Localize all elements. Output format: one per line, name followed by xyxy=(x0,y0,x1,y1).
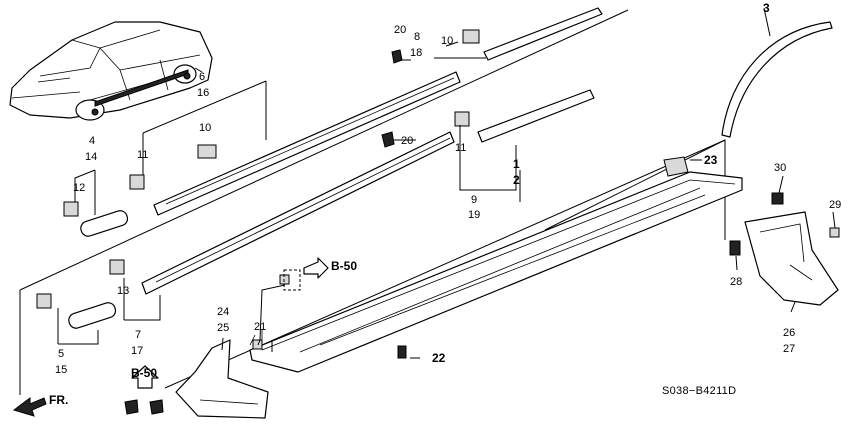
clip-10-lower xyxy=(197,144,217,159)
callout-8: 8 xyxy=(414,31,420,43)
screw-20-lower xyxy=(381,131,395,148)
exploded-frame xyxy=(19,9,726,395)
ref-b50-upper: B-50 xyxy=(331,259,357,273)
leader-lines xyxy=(57,41,836,359)
wheel-arch-molding xyxy=(721,7,833,138)
clip-29 xyxy=(829,227,840,238)
clip-5 xyxy=(36,293,52,309)
arrow-b50-upper xyxy=(303,257,329,279)
callout-16: 16 xyxy=(197,87,209,99)
callout-4: 4 xyxy=(89,135,95,147)
callout-22: 22 xyxy=(432,351,446,365)
diagram-code: S038−B4211D xyxy=(662,385,736,397)
callout-14: 14 xyxy=(85,151,97,163)
callout-24: 24 xyxy=(217,306,229,318)
callout-11-left: 11 xyxy=(137,149,148,161)
callout-18: 18 xyxy=(410,47,422,59)
screw-28 xyxy=(729,240,741,256)
clip-10-upper xyxy=(462,29,480,44)
callout-5: 5 xyxy=(58,348,64,360)
callout-27: 27 xyxy=(783,343,795,355)
screw-b50-right xyxy=(149,399,164,415)
callout-labels: 3 20 8 18 10 6 16 10 20 11 11 4 14 12 1 … xyxy=(49,1,841,407)
callout-9: 9 xyxy=(471,194,477,206)
callout-2: 2 xyxy=(513,173,520,187)
callout-3: 3 xyxy=(763,1,770,15)
front-arrow-icon xyxy=(12,397,47,417)
callout-20-lower: 20 xyxy=(401,135,413,147)
callout-21: 21 xyxy=(254,321,266,333)
callout-6: 6 xyxy=(199,71,205,83)
fasteners xyxy=(36,29,840,415)
callout-11-right: 11 xyxy=(455,142,466,154)
clip-23 xyxy=(663,156,689,177)
front-label: FR. xyxy=(49,393,68,407)
callout-20-upper: 20 xyxy=(394,24,406,36)
callout-17: 17 xyxy=(131,345,143,357)
callout-26: 26 xyxy=(783,327,795,339)
clip-30 xyxy=(771,192,784,205)
callout-10-lower: 10 xyxy=(199,122,211,134)
clip-11-right xyxy=(454,111,470,127)
callout-30: 30 xyxy=(774,162,786,174)
ref-b50-lower: B-50 xyxy=(131,366,157,380)
callout-13: 13 xyxy=(117,285,129,297)
screw-22 xyxy=(397,345,407,359)
reference-arrows xyxy=(12,257,329,417)
callout-25: 25 xyxy=(217,322,229,334)
rear-mudguard xyxy=(744,211,839,306)
clip-11-left xyxy=(129,174,145,190)
callout-19: 19 xyxy=(468,209,480,221)
screw-b50-left xyxy=(124,399,139,415)
callout-12: 12 xyxy=(73,182,85,194)
callout-29: 29 xyxy=(829,199,841,211)
clip-13 xyxy=(109,259,125,275)
callout-7: 7 xyxy=(135,329,141,341)
screw-20-upper xyxy=(391,49,403,64)
clip-12 xyxy=(63,201,79,217)
callout-28: 28 xyxy=(730,276,742,288)
callout-15: 15 xyxy=(55,364,67,376)
clip-21 xyxy=(252,339,263,350)
callout-10-upper: 10 xyxy=(441,35,453,47)
callout-1: 1 xyxy=(513,157,520,171)
callout-23: 23 xyxy=(704,153,718,167)
arrow-b50-lower xyxy=(131,365,159,389)
front-mudguard xyxy=(175,339,269,419)
car-illustration xyxy=(9,21,213,121)
small-side-moldings xyxy=(68,210,129,329)
upper-door-moldings xyxy=(141,7,603,295)
